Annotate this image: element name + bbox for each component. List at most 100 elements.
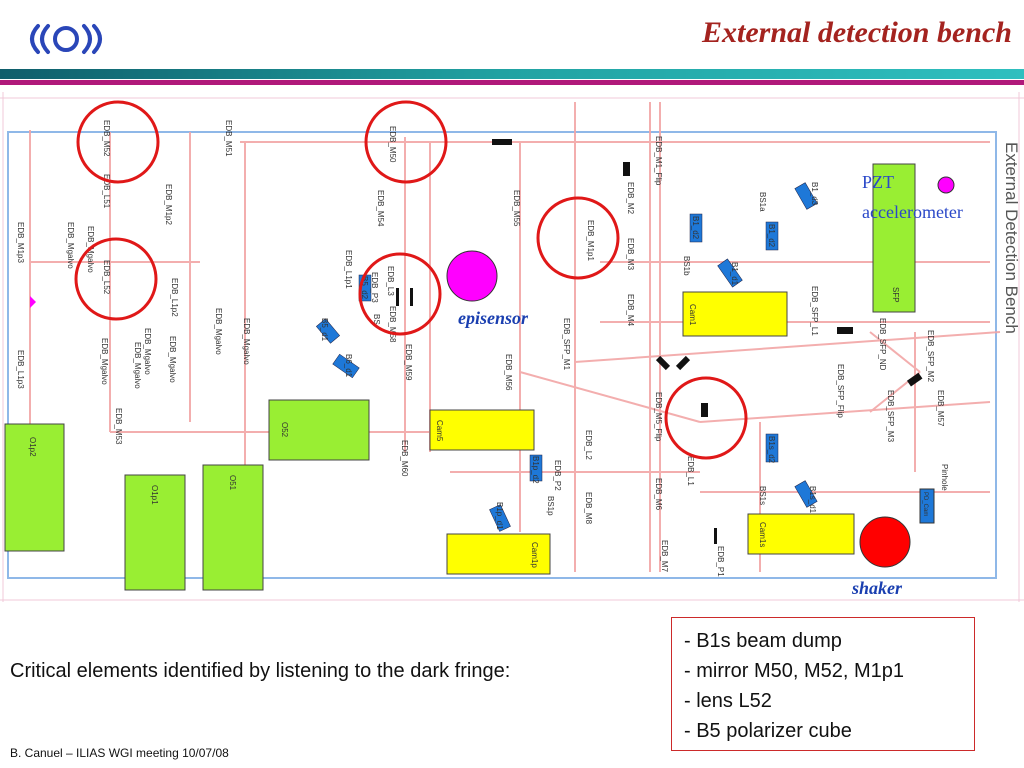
optic-b1p-d1: B1p_d1 [495, 502, 504, 530]
critical-circle-b5 [358, 252, 442, 336]
optic-m50: EDB_M50 [388, 126, 397, 163]
element-black-sfp [837, 327, 853, 334]
optic-b1p-d2: B1p_d2 [531, 456, 540, 484]
optic-m60: EDB_M60 [400, 440, 409, 477]
pzt-label: PZT [862, 172, 894, 192]
element-black-flip [623, 162, 630, 176]
critical-circle-m52 [76, 100, 160, 184]
optic-sfp-flip: EDB_SFP_Flip [836, 364, 845, 418]
optic-p2: EDB_P2 [553, 460, 562, 491]
optic-pinhole: Pinhole [940, 464, 949, 491]
component-cam5 [429, 409, 535, 451]
optic-l1: EDB_L1 [686, 456, 695, 486]
component-sfp [872, 163, 916, 313]
optic-mgalvo5: EDB_Mgalvo [168, 336, 177, 383]
header-band-purple [0, 80, 1024, 85]
episensor-label: episensor [458, 308, 529, 328]
optic-m1p1: EDB_M1p1 [586, 220, 595, 261]
label-cam1s: Cam1s [758, 522, 767, 547]
label-pd-cam: PD_Cam [922, 492, 928, 516]
component-cam1s [747, 513, 855, 555]
optic-m55: EDB_M55 [512, 190, 521, 227]
optic-m5-flip: EDB_M5_Flip [654, 392, 663, 442]
optic-m7: EDB_M7 [660, 540, 669, 573]
critical-element-item: - lens L52 [684, 690, 772, 712]
optic-m53: EDB_M53 [114, 408, 123, 445]
critical-element-item: - mirror M50, M52, M1p1 [684, 660, 905, 682]
episensor-icon [446, 250, 498, 302]
optic-mgalvo3: EDB_Mgalvo [143, 328, 152, 375]
dump-b1s-d1 [794, 480, 818, 508]
footer-credit: B. Canuel – ILIAS WGI meeting 10/07/08 [10, 746, 229, 760]
optic-m1-flip: EDB_M1_Flip [654, 136, 663, 186]
label-o52: O52 [280, 422, 289, 438]
optic-mgalvo7: EDB_Mgalvo [214, 308, 223, 355]
element-black-mirror [701, 403, 708, 417]
optic-p1: EDB_P1 [716, 546, 725, 577]
magenta-marker-icon [30, 296, 36, 308]
component-cam1 [682, 291, 788, 337]
optic-b1-d2b: B1_d2 [767, 224, 776, 248]
shaker-label: shaker [851, 578, 903, 598]
optic-b1-d1: B1_d1 [730, 262, 739, 286]
optic-bs: BS [372, 314, 381, 325]
element-black-splitter-a [655, 355, 671, 371]
optic-b6-d1: B6_d1 [344, 354, 353, 378]
optic-m51: EDB_M51 [224, 120, 233, 157]
label-o1p2: O1p2 [28, 437, 37, 457]
page-title: External detection bench [702, 16, 1012, 49]
dump-b6-d1 [332, 353, 360, 379]
dump-b1s-d2 [765, 433, 779, 463]
optic-b1s-d1: B1s_d1 [808, 486, 817, 514]
optic-l2: EDB_L2 [584, 430, 593, 460]
optic-mgalvo6: EDB_Mgalvo [100, 338, 109, 385]
element-black-p1 [714, 528, 717, 544]
optic-bs1b: BS1b [682, 256, 691, 276]
dump-b1-d2b [765, 221, 779, 251]
critical-circle-l52 [74, 237, 158, 321]
optic-mgalvo8: EDB_Mgalvo [242, 318, 251, 365]
optic-bs1s: BS1s [758, 486, 767, 505]
critical-caption: Critical elements identified by listenin… [10, 660, 511, 682]
accelerometer-label: accelerometer [862, 202, 963, 222]
critical-elements-box: - B1s beam dump - mirror M50, M52, M1p1 … [671, 617, 975, 751]
element-black-m2 [906, 372, 923, 387]
component-pd-cam [919, 488, 935, 524]
element-black-top [492, 139, 512, 145]
optic-m52: EDB_M52 [102, 120, 111, 157]
optic-bs1p: BS1p [546, 496, 555, 516]
optic-sfp-m3: EDB_SFP_M3 [886, 390, 895, 443]
optic-m2: EDB_M2 [626, 182, 635, 215]
optic-sfp-l1: EDB_SFP_L1 [810, 286, 819, 336]
optic-l3: EDB_L3 [386, 266, 395, 296]
bench-diagram: External Detection Bench O1p2 O1p1 O51 O… [0, 92, 1024, 602]
optic-l1p3: EDB_L1p3 [16, 350, 25, 389]
optic-mgalvo4: EDB_Mgalvo [133, 342, 142, 389]
critical-element-item: - B5 polarizer cube [684, 720, 852, 742]
optic-l52: EDB_L52 [102, 260, 111, 295]
optic-m3: EDB_M3 [626, 238, 635, 271]
header-band-teal [0, 69, 1024, 79]
optic-m56: EDB_M56 [504, 354, 513, 391]
optic-m1p2: EDB_M1p2 [164, 184, 173, 225]
optic-m4: EDB_M4 [626, 294, 635, 327]
label-o1p1: O1p1 [150, 485, 159, 505]
dump-b1p-d2 [529, 454, 543, 482]
critical-circle-m1p1 [536, 196, 620, 280]
optic-m58: EDB_M58 [388, 306, 397, 343]
label-cam1p: Cam1p [530, 542, 539, 568]
optic-b5-d1: B5_d1 [320, 318, 329, 342]
bench-side-label: External Detection Bench [1002, 142, 1021, 334]
component-o1p2 [4, 423, 65, 552]
optic-m57: EDB_M57 [936, 390, 945, 427]
critical-circle-m50 [364, 100, 448, 184]
dump-b1-d2 [689, 213, 703, 243]
element-black-lens [396, 288, 399, 306]
critical-element-item: - B1s beam dump [684, 630, 842, 652]
optic-sfp-m1: EDB_SFP_M1 [562, 318, 571, 371]
optic-b1-d2: B1_d2 [691, 216, 700, 240]
critical-circle-b1s [664, 376, 748, 460]
label-sfp: SFP [891, 287, 900, 303]
optic-m54: EDB_M54 [376, 190, 385, 227]
optic-m8: EDB_M8 [584, 492, 593, 525]
